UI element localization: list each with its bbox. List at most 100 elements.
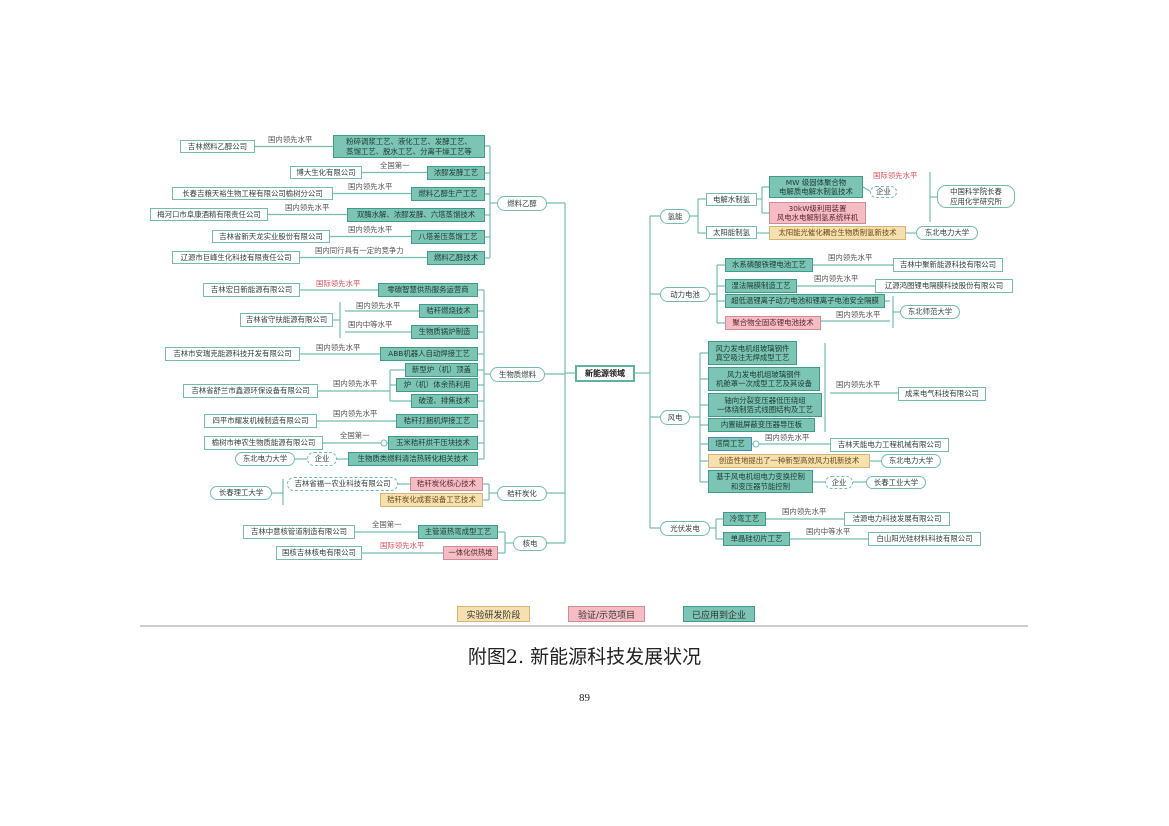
biomass-organization-node: 吉林市安瑞克能源科技开发有限公司: [165, 347, 300, 361]
page-number: 89: [579, 692, 590, 704]
battery-level-label: 国内领先水平: [828, 253, 873, 262]
legend-demo: 验证/示范项目: [568, 606, 645, 622]
wind-technology-node: 塔筒工艺: [708, 437, 752, 451]
hydrogen-technology-node: 30kW级利用装置 风电水电解制氢系统样机: [769, 202, 866, 224]
battery-technology-node: 聚合物全固态锂电池技术: [725, 316, 821, 330]
biomass-category-node: 生物质燃料: [490, 367, 545, 382]
biomass-organization-node: 吉林省舒兰市鑫源环保设备有限公司: [183, 384, 318, 398]
hydrogen-subcategory-node: 太阳能制氢: [706, 226, 757, 239]
figure-caption: 附图2. 新能源科技发展状况: [467, 646, 702, 668]
connector-line: [862, 186, 871, 192]
wind-technology-node: 风力发电机组玻璃钢件 真空吸注无焊成型工艺: [708, 341, 797, 365]
wind-technology-node: 基于风电机组电力变换控制 和变压器节能控制: [708, 470, 813, 493]
biomass-level-label: 国内领先水平: [333, 409, 378, 418]
legend-applied: 已应用到企业: [683, 606, 755, 622]
biomass-technology-node: 生物质锅炉制造: [411, 325, 478, 339]
ethanol-organization-node: 吉林燃料乙醇公司: [180, 140, 255, 153]
pv-category-node: 光伏发电: [660, 521, 710, 536]
hydrogen-organization-node: 东北电力大学: [916, 226, 978, 240]
ethanol-technology-node: 双酶水解、浓醪发酵、六塔蒸馏技术: [347, 208, 485, 222]
wind-organization-node: 成来电气科技有限公司: [898, 387, 986, 401]
wind-organization-node: 东北电力大学: [881, 454, 941, 468]
hydrogen-subcategory-node: 电解水制氢: [706, 193, 757, 206]
nuclear-category-node: 核电: [513, 536, 547, 551]
biomass-organization-node: 东北电力大学: [235, 452, 295, 466]
nuclear-technology-node: 一体化供热堆: [443, 546, 498, 560]
carbonization-technology-node: 秸秆炭化核心技术: [410, 477, 483, 491]
ethanol-organization-node: 辽源市巨峰生化科技有限责任公司: [172, 251, 300, 264]
wind-organization-node: 吉林天能电力工程机械有限公司: [830, 438, 949, 452]
wind-organization-node: 长春工业大学: [866, 476, 926, 489]
ethanol-organization-node: 梅河口市阜康酒精有限责任公司: [150, 208, 268, 221]
ethanol-organization-node: 博大生化有限公司: [290, 166, 362, 179]
biomass-organization-node: 吉林省守扶能源有限公司: [240, 313, 333, 327]
ethanol-level-label: 国内同行具有一定的竞争力: [315, 246, 404, 255]
biomass-technology-node: 零碳智慧供热服务运营商: [378, 283, 478, 297]
battery-technology-node: 超低温锂离子动力电池和锂离子电池安全隔膜: [725, 294, 885, 308]
carbonization-organization-node: 吉林省福一农业科技有限公司: [287, 477, 398, 491]
wind-level-label: 国内领先水平: [836, 380, 881, 389]
biomass-organization-node: 四平市耀发机械制造有限公司: [204, 414, 317, 428]
nuclear-technology-node: 主管道热弯成型工艺: [418, 525, 498, 539]
connector-dot: [380, 439, 388, 447]
ethanol-technology-node: 八塔差压蒸馏工艺: [411, 230, 485, 244]
hydrogen-organization-node: 中国科学院长春 应用化学研究所: [937, 185, 1015, 208]
divider: [140, 625, 1028, 627]
ethanol-organization-node: 吉林省新天龙实业股份有限公司: [212, 230, 330, 243]
ethanol-level-label: 国内领先水平: [268, 135, 313, 144]
biomass-technology-node: 生物质类燃料清洁热转化相关技术: [348, 452, 478, 466]
biomass-organization-node: 榆树市神农生物质能源有限公司: [204, 436, 323, 450]
biomass-level-label: 国内中等水平: [348, 320, 393, 329]
battery-category-node: 动力电池: [660, 287, 710, 302]
battery-technology-node: 湿法隔膜制造工艺: [725, 279, 797, 293]
battery-level-label: 国内领先水平: [836, 310, 881, 319]
biomass-level-label: 国际领先水平: [316, 279, 361, 288]
pv-organization-node: 洁源电力科技发展有限公司: [844, 512, 950, 526]
pv-level-label: 国内中等水平: [806, 527, 851, 536]
pv-organization-node: 白山阳光硅材料科技有限公司: [868, 532, 981, 546]
pv-technology-node: 冷弯工艺: [723, 512, 766, 526]
nuclear-organization-node: 国核吉林核电有限公司: [276, 546, 362, 560]
ethanol-technology-node: 浓醪发酵工艺: [427, 166, 485, 180]
wind-technology-node: 创造性地提出了一种新型高效风力机新技术: [708, 454, 870, 468]
ethanol-level-label: 全国第一: [380, 161, 410, 170]
connector-dot: [752, 440, 760, 448]
biomass-level-label: 国内领先水平: [316, 343, 361, 352]
wind-level-label: 企业: [825, 476, 853, 489]
nuclear-level-label: 全国第一: [372, 520, 402, 529]
ethanol-level-label: 国内领先水平: [285, 203, 330, 212]
carbonization-organization-node: 长春理工大学: [210, 486, 272, 500]
hydrogen-technology-node: MW 级固体聚合物 电解质电解水制氢技术: [769, 176, 863, 198]
biomass-level-label: 企业: [307, 452, 337, 466]
hydrogen-category-node: 氢能: [660, 209, 690, 224]
battery-technology-node: 水系磷酸铁锂电池工艺: [725, 258, 813, 272]
biomass-technology-node: ABB机器人自动焊接工艺: [380, 347, 478, 361]
biomass-technology-node: 炉（机）体余热利用: [396, 378, 478, 392]
ethanol-organization-node: 长春吉粮天裕生物工程有限公司榆树分公司: [172, 187, 333, 200]
wind-level-label: 国内领先水平: [765, 433, 810, 442]
biomass-level-label: 国内领先水平: [333, 379, 378, 388]
biomass-organization-node: 吉林宏日新能源有限公司: [203, 283, 300, 297]
wind-technology-node: 风力发电机组玻璃钢件 机舱罩一次成型工艺及其设备: [708, 367, 820, 391]
wind-technology-node: 内置磁屏蔽变压器导压板: [708, 418, 815, 432]
ethanol-technology-node: 燃料乙醇技术: [427, 251, 485, 265]
biomass-technology-node: 新型炉（机）顶盖: [405, 363, 478, 377]
biomass-technology-node: 秸秆打捆机焊接工艺: [396, 414, 478, 428]
nuclear-level-label: 国际领先水平: [380, 541, 425, 550]
biomass-technology-node: 玉米秸秆烘干压块技术: [388, 436, 478, 450]
ethanol-level-label: 国内领先水平: [348, 225, 393, 234]
ethanol-technology-node: 燃料乙醇生产工艺: [411, 187, 485, 201]
wind-technology-node: 轴向分裂变压器低压绕组 一体绕制箔式线圈结构及工艺: [708, 393, 822, 417]
battery-level-label: 国内领先水平: [814, 274, 859, 283]
legend-research: 实验研发阶段: [457, 606, 530, 622]
hydrogen-level-label: 国际领先水平: [873, 171, 918, 180]
ethanol-level-label: 国内领先水平: [348, 182, 393, 191]
biomass-level-label: 国内领先水平: [356, 301, 401, 310]
battery-organization-node: 东北师范大学: [900, 305, 960, 319]
ethanol-technology-node: 粉碎调浆工艺、液化工艺、发酵工艺、 蒸馏工艺、脱水工艺、分离干燥工艺等: [333, 135, 485, 158]
battery-organization-node: 吉林中聚新能源科技有限公司: [893, 258, 1003, 272]
central-topic: 新能源领域: [575, 365, 635, 382]
hydrogen-level-label: 企业: [870, 186, 897, 198]
